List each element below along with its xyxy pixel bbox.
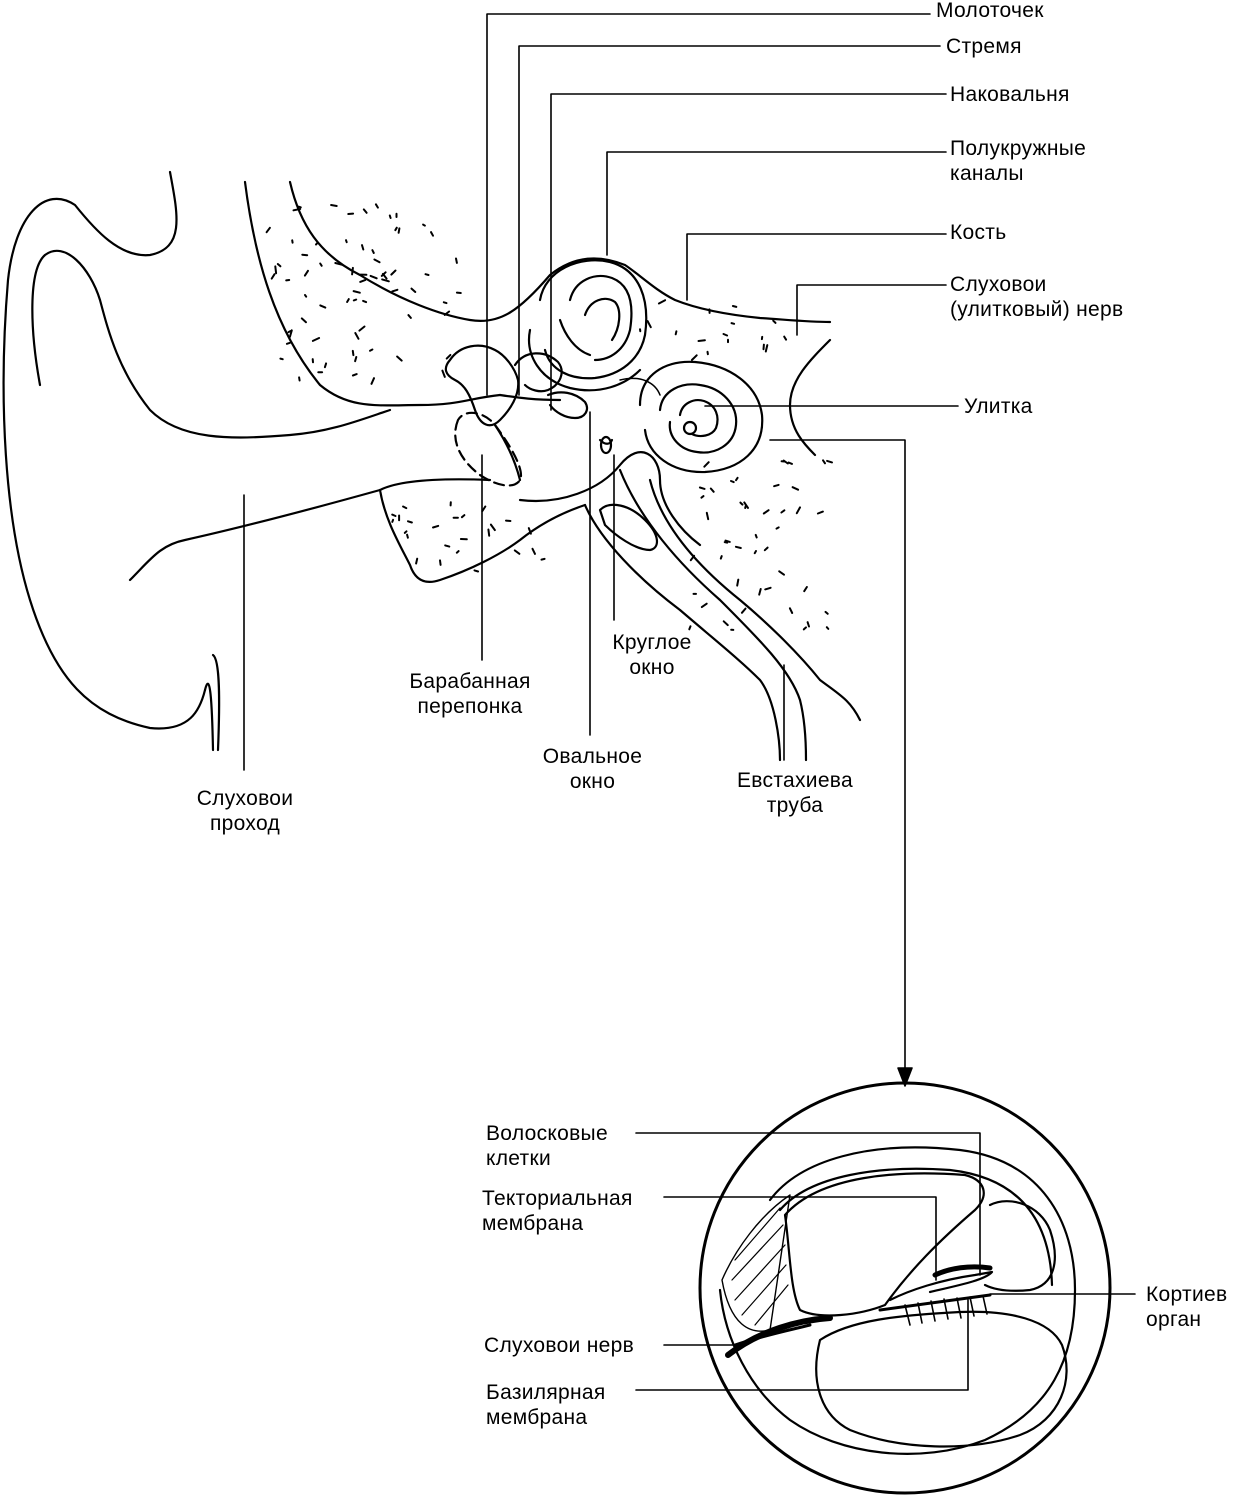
ossicles [446, 346, 587, 426]
outer-ear [4, 172, 490, 750]
label-incus: Наковальня [950, 83, 1070, 106]
cochlea-inset [700, 1083, 1110, 1493]
semicircular-canals [529, 260, 646, 390]
label-cochlear-nerve: Слуховои нерв [484, 1334, 635, 1357]
cochlea-spiral [600, 362, 762, 550]
bone-stipple [267, 204, 832, 630]
label-malleus: Молоточек [936, 0, 1044, 22]
eustachian-tube [585, 470, 806, 760]
label-bone: Кость [950, 221, 1007, 244]
label-stapes: Стремя [946, 35, 1022, 58]
eardrum-shape [455, 413, 521, 486]
label-auditory-nerve: Слуховои(улитковый) нерв [950, 273, 1124, 321]
leader-lines [244, 14, 958, 1086]
inset-leader-lines [636, 1133, 1135, 1390]
label-cochlea: Улитка [964, 395, 1033, 418]
temporal-bone [245, 182, 860, 720]
